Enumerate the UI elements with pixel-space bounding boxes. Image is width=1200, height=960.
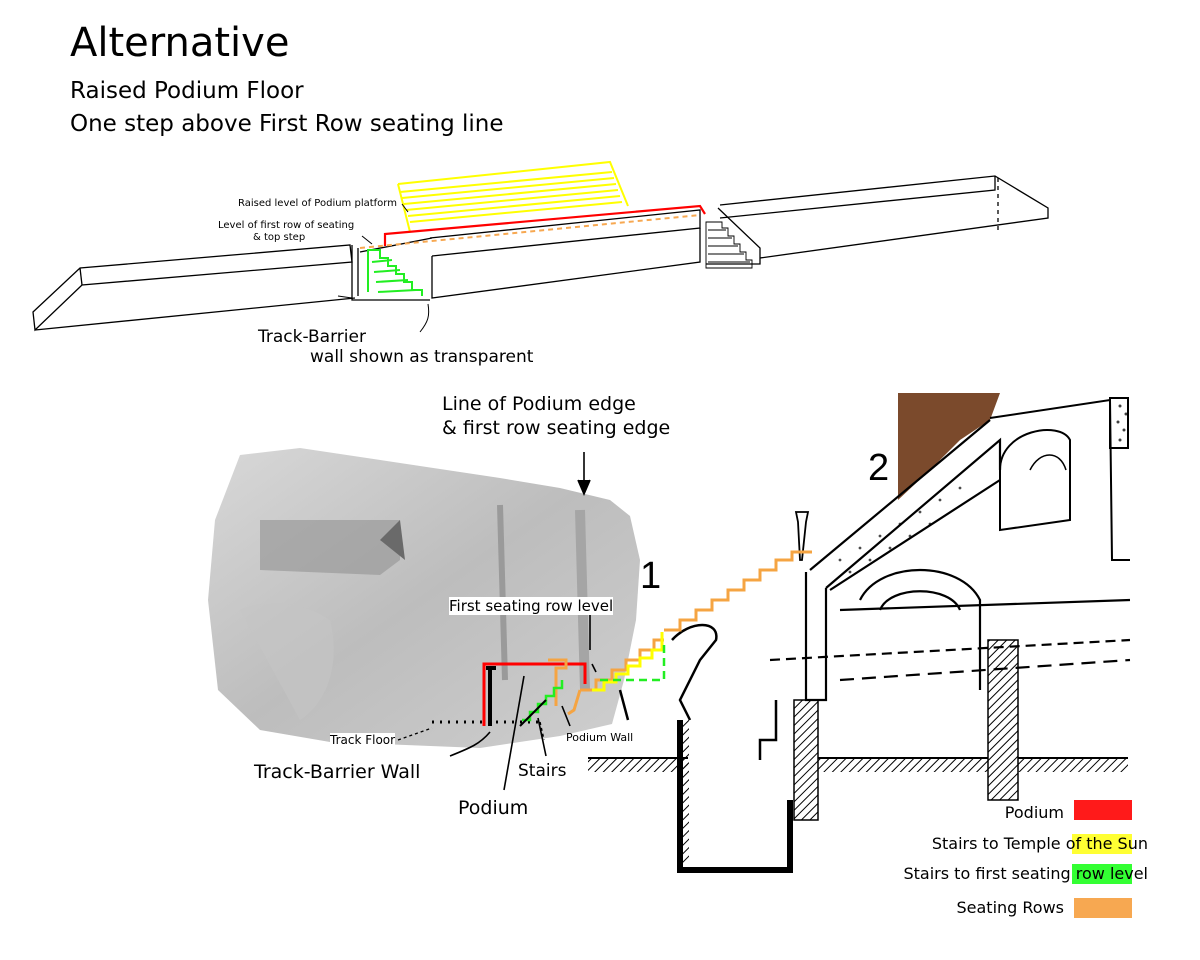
label-stairs: Stairs bbox=[518, 761, 567, 781]
marker-1: 1 bbox=[640, 555, 662, 597]
right-wall-segment bbox=[706, 207, 761, 265]
label-wall-transparent: wall shown as transparent bbox=[310, 347, 534, 367]
label-top-step: & top step bbox=[253, 232, 306, 243]
first-row-stairs-green bbox=[522, 640, 666, 722]
seating-line-orange bbox=[359, 214, 701, 249]
legend-swatch-first-row-stairs bbox=[1072, 864, 1132, 884]
subtitle-raised-podium: Raised Podium Floor bbox=[70, 78, 304, 104]
legend-label-podium: Podium bbox=[1004, 803, 1064, 822]
legend-label-temple-stairs: Stairs to Temple of the Sun bbox=[931, 834, 1148, 853]
legend-label-first-row-stairs: Stairs to first seating row level bbox=[903, 864, 1149, 883]
first-row-stairs-green bbox=[367, 249, 423, 296]
podium-outline-red bbox=[383, 204, 706, 246]
temple-stairs-yellow bbox=[397, 160, 629, 233]
label-track-floor: Track Floor bbox=[330, 733, 396, 747]
brown-masonry bbox=[898, 393, 1000, 500]
label-podium: Podium bbox=[458, 797, 529, 819]
temple-stairs-yellow bbox=[592, 632, 664, 692]
label-track-barrier-wall: Track-Barrier Wall bbox=[254, 761, 421, 783]
label-podium-wall: Podium Wall bbox=[566, 731, 634, 744]
legend-label-seating-rows: Seating Rows bbox=[956, 898, 1064, 917]
label-podium-edge-2: & first row seating edge bbox=[442, 417, 671, 439]
seating-rows-orange bbox=[548, 550, 812, 716]
label-raised-level: Raised level of Podium platform bbox=[238, 198, 397, 209]
label-podium-edge-1: Line of Podium edge bbox=[442, 393, 636, 415]
page-title: Alternative bbox=[70, 20, 290, 66]
legend-swatch-temple-stairs bbox=[1072, 834, 1132, 854]
subtitle-one-step: One step above First Row seating line bbox=[70, 111, 504, 137]
legend-swatch-podium bbox=[1074, 800, 1132, 820]
marker-2: 2 bbox=[868, 447, 890, 489]
podium-red bbox=[482, 662, 587, 726]
center-wall-segment bbox=[429, 209, 701, 257]
label-track-barrier-top: Track-Barrier bbox=[258, 327, 366, 347]
left-wall-segment bbox=[32, 244, 353, 332]
label-first-seating-row: First seating row level bbox=[449, 597, 614, 615]
legend-swatch-seating-rows bbox=[1074, 898, 1132, 918]
label-first-row-level: Level of first row of seating bbox=[218, 220, 355, 231]
